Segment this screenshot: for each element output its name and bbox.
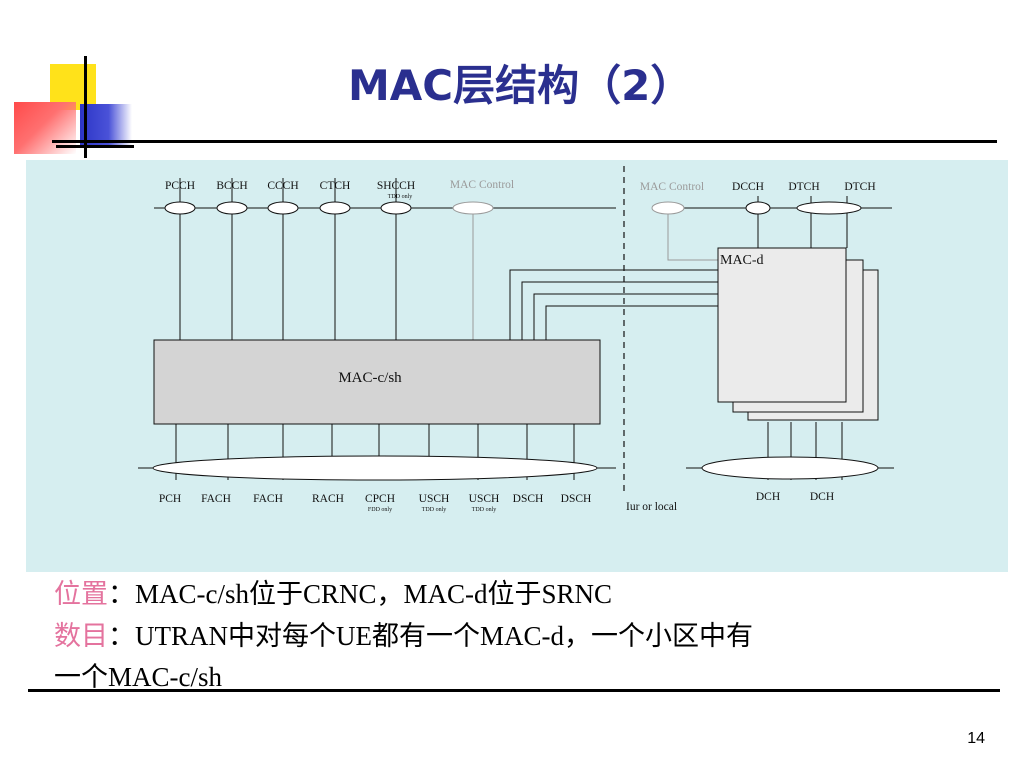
dedicated-channel-label: DTCH — [788, 181, 819, 193]
mac-d-link-line — [521, 281, 718, 340]
count-line: 数目：UTRAN中对每个UE都有一个MAC-d，一个小区中有 — [54, 614, 753, 653]
dedicated-channel-label: DTCH — [844, 181, 875, 193]
transport-channel-label: USCH — [419, 493, 450, 505]
mac-csh-label: MAC-c/sh — [338, 370, 402, 386]
transport-channel-label: CPCH — [365, 493, 395, 505]
location-line: 位置：MAC-c/sh位于CRNC，MAC-d位于SRNC — [54, 572, 612, 611]
mac-control-left-label: MAC Control — [450, 179, 514, 191]
dedicated-channel-label: DCCH — [732, 181, 764, 193]
decor-horizontal-line — [56, 145, 134, 148]
location-label: 位置 — [54, 579, 108, 609]
channel-sap — [319, 201, 351, 215]
page-title: MAC层结构（2） — [348, 61, 693, 110]
shcch-note: TDD only — [388, 194, 413, 200]
mac-control-right-line — [667, 214, 720, 261]
decor-vertical-line — [84, 56, 87, 158]
transport-channel-note: FDD only — [368, 507, 392, 513]
transport-channel-label: PCH — [159, 493, 181, 505]
transport-channel-note: TDD only — [422, 507, 447, 513]
location-text: ：MAC-c/sh位于CRNC，MAC-d位于SRNC — [108, 579, 613, 609]
transport-channel-note: TDD only — [472, 507, 497, 513]
transport-channel-label: FACH — [253, 493, 283, 505]
count-line-continued: 一个MAC-c/sh — [54, 662, 222, 692]
dch-label: DCH — [756, 491, 780, 503]
transport-channel-label: FACH — [201, 493, 231, 505]
channel-sap — [267, 201, 299, 215]
mac-control-left-sap — [452, 201, 494, 215]
channel-sap — [164, 201, 196, 215]
transport-channel-label: USCH — [469, 493, 500, 505]
transport-channel-label: DSCH — [513, 493, 544, 505]
dcch-sap — [745, 201, 771, 215]
mac-d-link-line — [533, 293, 718, 340]
bottom-divider — [28, 689, 1000, 692]
dtch-sap — [796, 201, 862, 215]
page-number: 14 — [967, 730, 985, 747]
mac-d-box-front — [717, 247, 847, 403]
iur-label: Iur or local — [626, 501, 677, 513]
dch-label: DCH — [810, 491, 834, 503]
dch-sap — [701, 456, 879, 480]
transport-channel-label: RACH — [312, 493, 344, 505]
mac-d-link-line — [509, 269, 718, 340]
transport-channel-label: DSCH — [561, 493, 592, 505]
mac-d-link-line — [545, 305, 718, 340]
mac-control-right-sap — [651, 201, 685, 215]
mac-control-right-label: MAC Control — [640, 181, 704, 193]
channel-sap — [216, 201, 248, 215]
title-divider — [52, 140, 997, 143]
transport-sap — [152, 455, 598, 481]
channel-sap — [380, 201, 412, 215]
count-text: ：UTRAN中对每个UE都有一个MAC-d，一个小区中有 — [108, 621, 753, 651]
mac-d-label: MAC-d — [720, 253, 764, 268]
count-label: 数目 — [54, 621, 108, 651]
mac-csh-box — [153, 339, 601, 425]
